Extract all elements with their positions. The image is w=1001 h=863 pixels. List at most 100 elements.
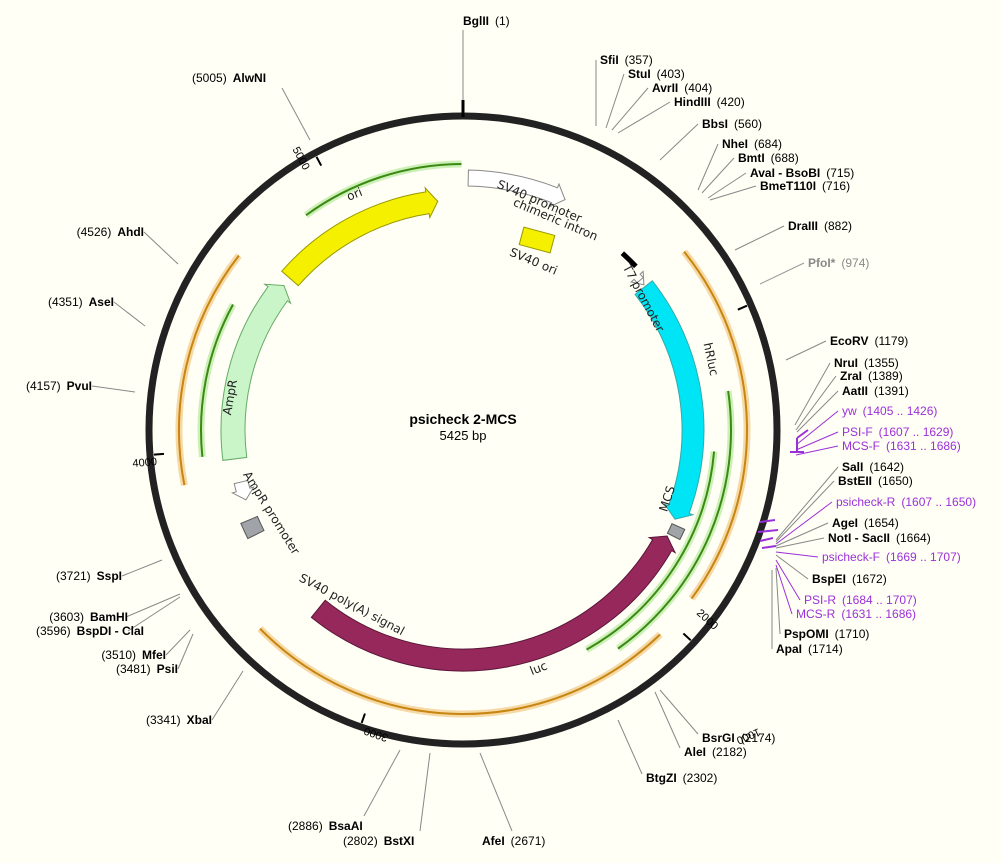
site-pvui[interactable]: (4157)PvuI	[26, 379, 92, 393]
site-position: (404)	[684, 81, 712, 95]
leader-stui	[605, 73, 625, 129]
site-name: PvuI	[67, 379, 92, 393]
site-position: (3510)	[101, 648, 136, 662]
site-aatii[interactable]: AatII(1391)	[842, 384, 909, 398]
site-afei[interactable]: AfeI(2671)	[482, 834, 545, 848]
site-sali[interactable]: SalI(1642)	[842, 460, 904, 474]
feature-label-ori: ori	[345, 185, 365, 204]
site-bsrgi[interactable]: BsrGI(2174)	[702, 731, 775, 745]
site-position: (4351)	[48, 295, 83, 309]
leader-bmet110i	[709, 185, 757, 201]
feature-t7-promoter	[630, 270, 645, 286]
site-name: BbsI	[702, 117, 728, 131]
site-position: (1672)	[852, 572, 887, 586]
site-sspi[interactable]: (3721) SspI	[56, 569, 122, 583]
site-name: AseI	[89, 295, 114, 309]
site-bbsi[interactable]: BbsI (560)	[702, 117, 762, 131]
site-pfoi[interactable]: PfoI*(974)	[808, 256, 869, 270]
feature-label-hrluc: hRluc	[701, 341, 722, 377]
site-xbai[interactable]: (3341)XbaI	[146, 713, 212, 727]
site-name: BstXI	[384, 834, 415, 848]
site-name: BsaAI	[329, 819, 363, 833]
site-bsteii[interactable]: BstEII(1650)	[838, 474, 913, 488]
site-psicheck-f[interactable]: psicheck-F(1669 .. 1707)	[822, 550, 961, 564]
site-asei[interactable]: (4351) AseI	[48, 295, 114, 309]
primer-marks-mcs	[757, 519, 779, 549]
leader-btgzi	[617, 719, 643, 775]
site-name: SalI	[842, 460, 863, 474]
site-position: (420)	[717, 95, 745, 109]
site-nrui[interactable]: NruI(1355)	[834, 356, 899, 370]
site-position: (3721)	[56, 569, 91, 583]
site-mcs-r[interactable]: MCS-R (1631 .. 1686)	[796, 607, 916, 621]
site-btgzi[interactable]: BtgZI(2302)	[646, 771, 717, 785]
leader-pspomi	[775, 567, 781, 635]
site-bsaai[interactable]: (2886)BsaAI	[288, 819, 363, 833]
site-position: (1631 .. 1686)	[886, 439, 961, 453]
feature-chimeric-intron	[620, 251, 638, 269]
orf-arc	[178, 254, 240, 486]
site-bmet110i[interactable]: BmeT110I(716)	[760, 179, 850, 193]
site-ahdi[interactable]: (4526)AhdI	[77, 225, 144, 239]
leader-draiii	[734, 225, 785, 251]
site-position: (1389)	[868, 369, 903, 383]
site-bmti[interactable]: BmtI(688)	[738, 151, 799, 165]
site-psi-r[interactable]: PSI-R(1684 .. 1707)	[804, 593, 917, 607]
site-position: (1684 .. 1707)	[842, 593, 917, 607]
site-name: BtgZI	[646, 771, 677, 785]
leader-xbai	[211, 670, 244, 721]
site-position: (1607 .. 1629)	[879, 425, 954, 439]
site-apai[interactable]: ApaI(1714)	[776, 642, 843, 656]
site-mfei[interactable]: (3510)MfeI	[101, 648, 166, 662]
site-noti-sacii[interactable]: NotI - SacII(1664)	[828, 531, 931, 545]
site-name: BsrGI	[702, 731, 735, 745]
feature-ampr	[220, 283, 292, 461]
orf-arc	[683, 251, 748, 600]
site-position: (560)	[734, 117, 762, 131]
site-name: MCS-R	[796, 607, 836, 621]
site-agei[interactable]: AgeI(1654)	[832, 516, 899, 530]
site-draiii[interactable]: DraIII(882)	[788, 219, 852, 233]
site-alei[interactable]: AleI(2182)	[684, 745, 747, 759]
site-bstxi[interactable]: (2802)BstXI	[343, 834, 414, 848]
site-hindiii[interactable]: HindIII(420)	[674, 95, 745, 109]
site-alwni[interactable]: (5005)AlwNI	[192, 71, 266, 85]
site-name: AfeI	[482, 834, 505, 848]
leader-avai-bsobi	[707, 172, 747, 199]
site-position: (1)	[495, 14, 510, 28]
site-bspdi-clai[interactable]: (3596)BspDI - ClaI	[36, 624, 144, 638]
orf-arc	[617, 390, 732, 650]
site-psii[interactable]: (3481)PsiI	[116, 662, 178, 676]
site-position: (1631 .. 1686)	[841, 607, 916, 621]
site-name: SspI	[97, 569, 122, 583]
tick-mark	[153, 452, 165, 456]
site-psicheck-r[interactable]: psicheck-R(1607 .. 1650)	[836, 495, 976, 509]
tick-mark	[360, 713, 366, 724]
feature-ori	[281, 186, 439, 287]
site-bamhi[interactable]: (3603)BamHI	[49, 610, 128, 624]
site-psi-f[interactable]: PSI-F(1607 .. 1629)	[842, 425, 953, 439]
site-name: ZraI	[840, 369, 862, 383]
leader-agei	[775, 522, 829, 547]
site-yw[interactable]: yw(1405 .. 1426)	[842, 404, 937, 418]
site-ecorv[interactable]: EcoRV(1179)	[830, 334, 908, 348]
site-mcs-f[interactable]: MCS-F(1631 .. 1686)	[842, 439, 961, 453]
leader-psi-r	[775, 559, 801, 601]
leader-mcs-r	[775, 564, 793, 615]
site-stui[interactable]: StuI(403)	[628, 67, 685, 81]
site-nhei[interactable]: NheI(684)	[722, 137, 782, 151]
site-name: NheI	[722, 137, 748, 151]
site-sfii[interactable]: SfiI(357)	[600, 53, 653, 67]
site-avrii[interactable]: AvrII(404)	[652, 81, 712, 95]
site-bglii[interactable]: BglII(1)	[463, 14, 510, 28]
tick-mark	[315, 156, 323, 167]
site-bspei[interactable]: BspEI(1672)	[812, 572, 887, 586]
orf-arc	[586, 451, 716, 651]
site-pspomi[interactable]: PspOMI(1710)	[784, 627, 869, 641]
leader-ecorv	[785, 340, 827, 361]
leader-bamhi	[125, 593, 181, 618]
site-avai-bsobi[interactable]: AvaI - BsoBI(715)	[750, 166, 854, 180]
site-zrai[interactable]: ZraI (1389)	[840, 369, 903, 383]
site-position: (974)	[841, 256, 869, 270]
